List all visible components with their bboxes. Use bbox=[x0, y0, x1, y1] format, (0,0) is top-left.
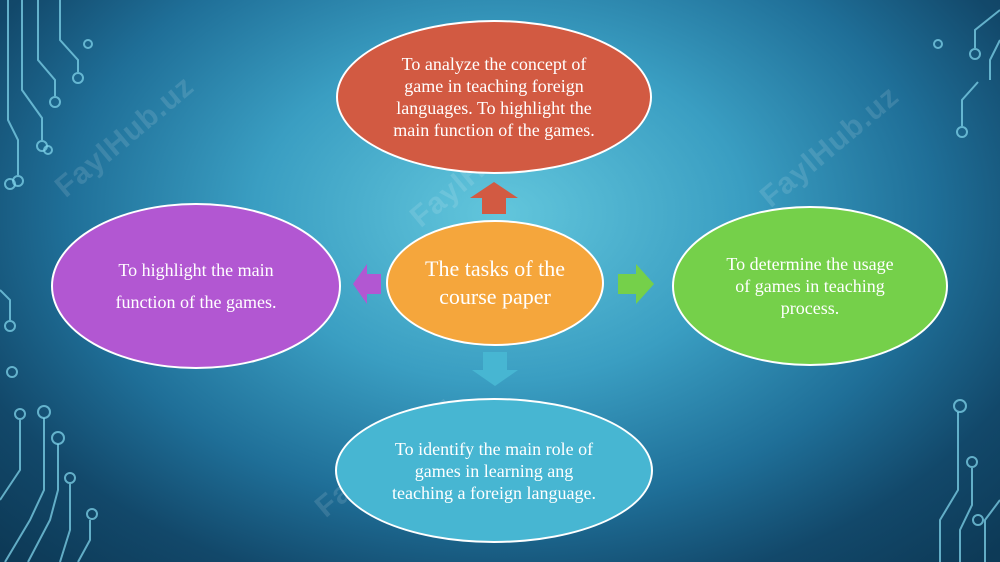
task-identify-role: To identify the main role of games in le… bbox=[335, 398, 653, 543]
arrow-left-icon bbox=[353, 264, 381, 304]
center-node-title: The tasks of the course paper bbox=[425, 256, 565, 309]
task-determine-usage-text: To determine the usage of games in teach… bbox=[726, 254, 894, 318]
arrow-down-icon bbox=[472, 352, 518, 386]
arrow-up-icon bbox=[470, 182, 518, 214]
arrow-right-icon bbox=[618, 264, 654, 304]
task-highlight-function-text: To highlight the main function of the ga… bbox=[115, 260, 277, 312]
task-identify-role-text: To identify the main role of games in le… bbox=[392, 438, 596, 503]
task-analyze-concept-text: To analyze the concept of game in teachi… bbox=[393, 54, 595, 140]
center-node: The tasks of the course paper bbox=[386, 220, 604, 346]
task-analyze-concept: To analyze the concept of game in teachi… bbox=[336, 20, 652, 174]
task-highlight-function: To highlight the main function of the ga… bbox=[51, 203, 341, 369]
task-determine-usage: To determine the usage of games in teach… bbox=[672, 206, 948, 366]
